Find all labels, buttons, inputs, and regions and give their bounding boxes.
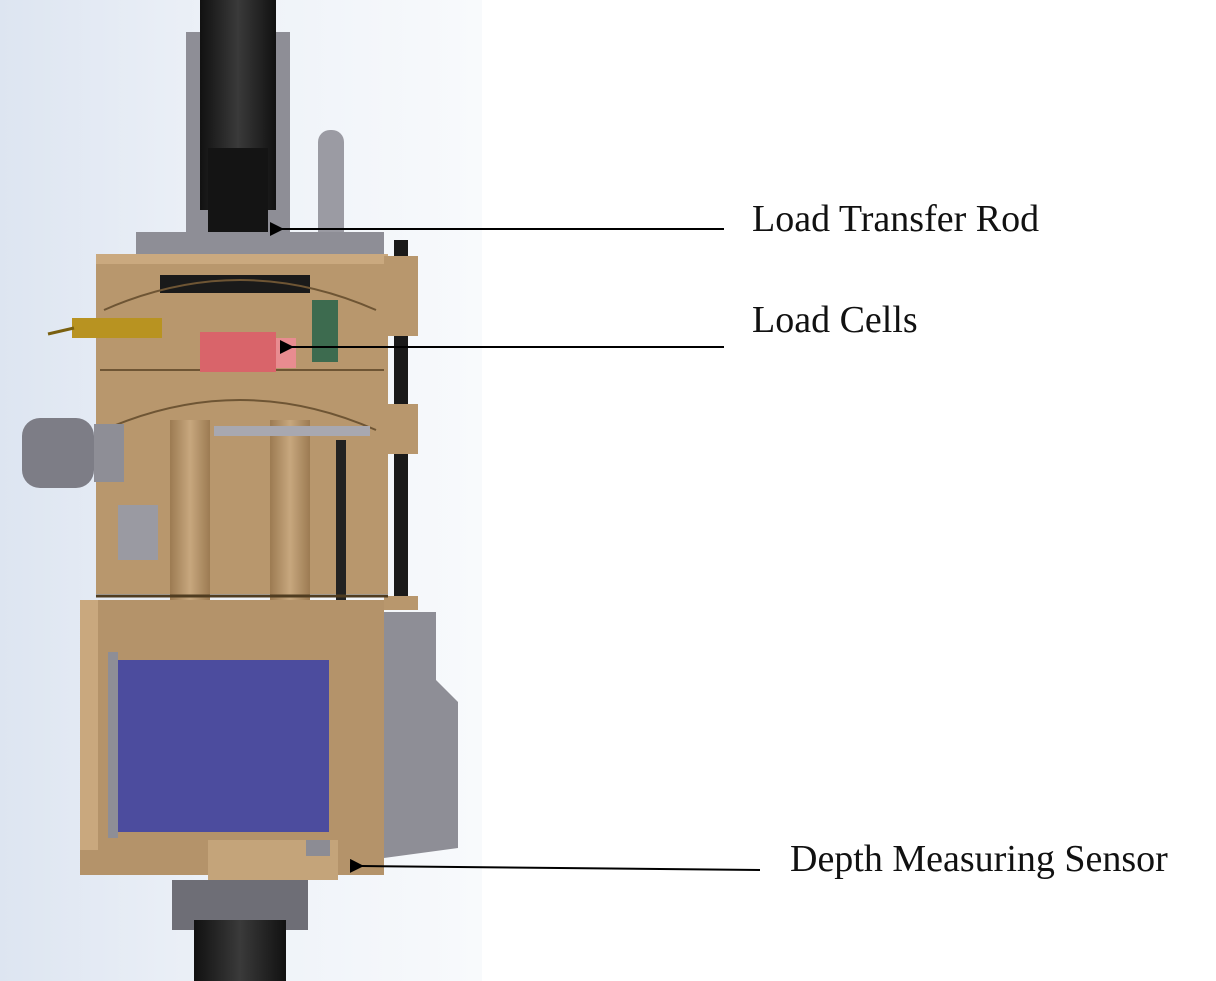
sensor-board bbox=[312, 300, 338, 362]
crossbar bbox=[160, 275, 310, 293]
arrow-depth-measuring-sensor bbox=[349, 858, 761, 873]
label-load-cells: Load Cells bbox=[752, 299, 918, 341]
bottom-rod bbox=[194, 920, 286, 981]
top-plate bbox=[136, 232, 384, 254]
battery-pack bbox=[117, 660, 329, 832]
label-load-transfer-rod: Load Transfer Rod bbox=[752, 198, 1040, 240]
load-cell bbox=[200, 332, 276, 372]
label-depth-measuring-sensor: Depth Measuring Sensor bbox=[790, 838, 1168, 880]
connector bbox=[72, 318, 162, 338]
internal-rod bbox=[336, 440, 346, 612]
electronics-box bbox=[384, 612, 458, 858]
gland bbox=[22, 418, 94, 488]
side-pin bbox=[318, 130, 344, 245]
